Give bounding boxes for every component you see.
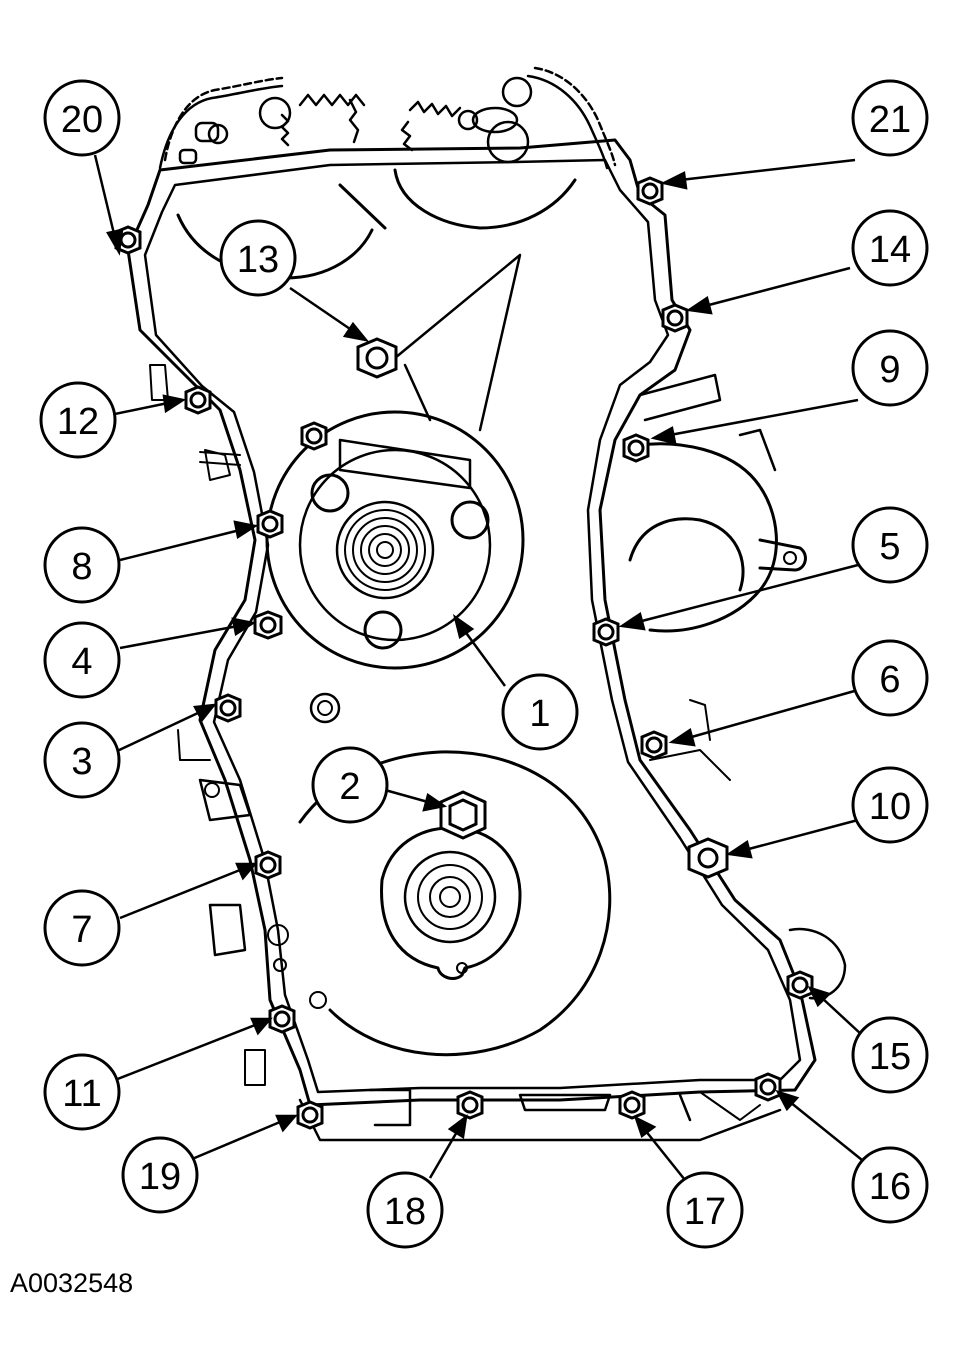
bolt-11 bbox=[268, 1004, 296, 1034]
callout-19: 19 bbox=[121, 1136, 199, 1214]
oil-pan-rail bbox=[273, 958, 782, 1142]
bolt-12 bbox=[184, 385, 212, 415]
callout-7: 7 bbox=[43, 889, 121, 967]
bolt-14 bbox=[661, 303, 689, 333]
cover-bolts bbox=[114, 176, 814, 1130]
bolt-2 bbox=[439, 790, 487, 840]
callout-21: 21 bbox=[851, 79, 929, 157]
bolt-4 bbox=[253, 610, 283, 640]
callout-label: 17 bbox=[684, 1191, 726, 1233]
bolt-19 bbox=[296, 1100, 324, 1130]
bolt-8 bbox=[256, 509, 284, 539]
callout-label: 16 bbox=[869, 1166, 911, 1208]
bolt-7 bbox=[254, 850, 282, 880]
callout-label: 20 bbox=[61, 99, 103, 141]
callout-15: 15 bbox=[851, 1016, 929, 1094]
callout-label: 13 bbox=[237, 239, 279, 281]
callout-8: 8 bbox=[43, 526, 121, 604]
bolt-15 bbox=[786, 970, 814, 1000]
bolt-6 bbox=[640, 730, 668, 760]
callout-label: 1 bbox=[529, 693, 550, 735]
callout-17: 17 bbox=[666, 1171, 744, 1249]
callout-1: 1 bbox=[501, 673, 579, 751]
callout-label: 14 bbox=[869, 229, 911, 271]
callout-label: 5 bbox=[879, 526, 900, 568]
bolt-3 bbox=[214, 693, 242, 723]
callout-label: 4 bbox=[71, 641, 92, 683]
bolt-9 bbox=[622, 433, 650, 463]
callout-label: 10 bbox=[869, 786, 911, 828]
callout-14: 14 bbox=[851, 209, 929, 287]
callout-label: 18 bbox=[384, 1191, 426, 1233]
callout-3: 3 bbox=[43, 721, 121, 799]
callout-2: 2 bbox=[311, 746, 389, 824]
figure-id: A0032548 bbox=[10, 1268, 133, 1298]
bolt-top-pulley bbox=[300, 421, 328, 451]
bolt-10 bbox=[687, 837, 729, 879]
callout-6: 6 bbox=[851, 639, 929, 717]
callout-label: 12 bbox=[57, 401, 99, 443]
callout-label: 3 bbox=[71, 741, 92, 783]
callout-label: 11 bbox=[62, 1073, 101, 1115]
timing-chain bbox=[158, 66, 617, 170]
callout-label: 19 bbox=[139, 1156, 181, 1198]
bolt-18 bbox=[456, 1090, 484, 1120]
callout-label: 21 bbox=[869, 99, 911, 141]
callout-10: 10 bbox=[851, 766, 929, 844]
callout-18: 18 bbox=[366, 1171, 444, 1249]
callout-label: 6 bbox=[879, 659, 900, 701]
bolt-5 bbox=[592, 617, 620, 647]
callout-label: 2 bbox=[339, 766, 360, 808]
callout-4: 4 bbox=[43, 621, 121, 699]
bolt-13 bbox=[356, 337, 398, 379]
callout-16: 16 bbox=[851, 1146, 929, 1224]
callout-9: 9 bbox=[851, 329, 929, 407]
callout-label: 7 bbox=[71, 909, 92, 951]
callout-label: 9 bbox=[879, 349, 900, 391]
bolt-21 bbox=[636, 176, 664, 206]
callout-label: 15 bbox=[869, 1036, 911, 1078]
water-pump-pulley bbox=[265, 410, 525, 670]
callout-11: 11 bbox=[43, 1053, 121, 1131]
callout-12: 12 bbox=[39, 381, 117, 459]
callout-20: 20 bbox=[43, 79, 121, 157]
bolt-17 bbox=[618, 1090, 646, 1120]
callout-circles: 20 21 13 14 12 9 8 5 bbox=[39, 79, 929, 1249]
leader-lines bbox=[93, 154, 863, 1181]
right-housing bbox=[628, 373, 847, 1121]
callout-label: 8 bbox=[71, 546, 92, 588]
bolt-16 bbox=[754, 1072, 782, 1102]
callout-5: 5 bbox=[851, 506, 929, 584]
callout-13: 13 bbox=[219, 219, 297, 297]
